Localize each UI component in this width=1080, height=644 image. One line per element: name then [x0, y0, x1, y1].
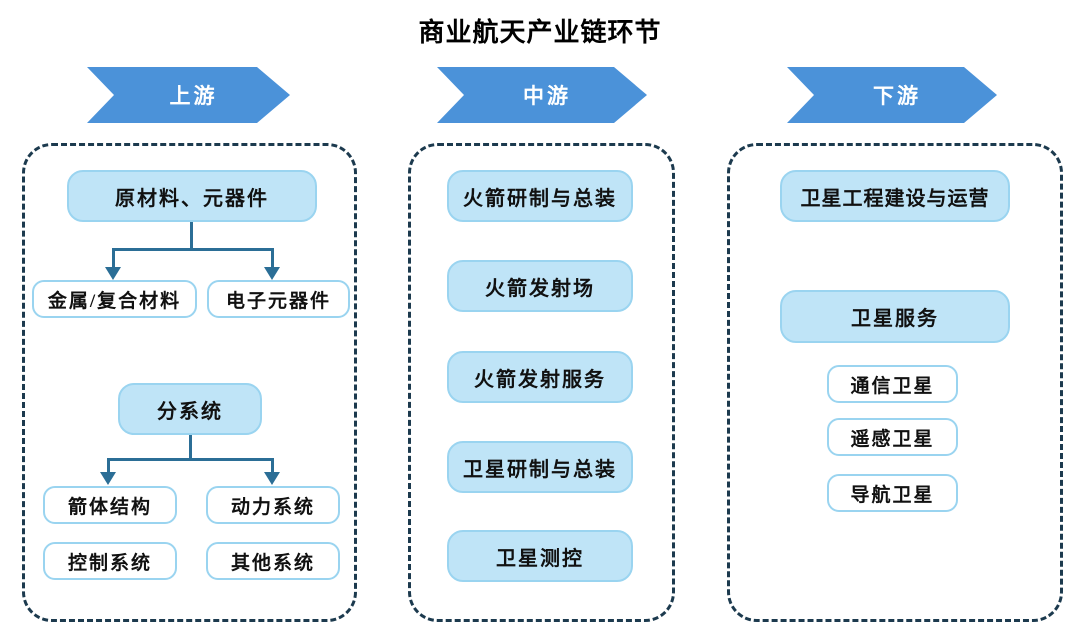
connector-cross-2 [107, 458, 274, 461]
node-satellite-development: 卫星研制与总装 [447, 441, 633, 493]
banner-downstream-label: 下游 [873, 84, 921, 108]
node-launch-site: 火箭发射场 [447, 260, 633, 312]
connector-cross-1 [112, 248, 274, 251]
node-rocket-development: 火箭研制与总装 [447, 170, 633, 222]
node-metal-composite: 金属/复合材料 [32, 280, 197, 318]
connector-stem-1 [190, 222, 193, 250]
connector-stem-2 [189, 435, 192, 461]
connector-branch-1-right [271, 248, 274, 268]
upstream-frame [22, 143, 357, 622]
arrowhead-2-right [264, 472, 280, 485]
connector-branch-2-right [271, 458, 274, 474]
node-communication-satellite: 通信卫星 [827, 365, 958, 403]
arrowhead-2-left [100, 472, 116, 485]
connector-branch-2-left [107, 458, 110, 474]
node-subsystem: 分系统 [118, 383, 262, 435]
banner-upstream: 上游 [87, 67, 290, 123]
node-power-system: 动力系统 [206, 486, 340, 524]
banner-upstream-label: 上游 [169, 84, 218, 108]
node-control-system: 控制系统 [43, 542, 177, 580]
node-satellite-service: 卫星服务 [780, 290, 1010, 343]
node-other-systems: 其他系统 [206, 542, 340, 580]
arrowhead-1-right [264, 267, 280, 280]
banner-downstream: 下游 [787, 67, 997, 123]
node-satellite-tracking: 卫星测控 [447, 530, 633, 582]
connector-branch-1-left [112, 248, 115, 268]
node-satellite-engineering: 卫星工程建设与运营 [780, 170, 1010, 222]
arrowhead-1-left [105, 267, 121, 280]
node-electronics: 电子元器件 [207, 280, 350, 318]
node-raw-materials: 原材料、元器件 [67, 170, 317, 222]
diagram-title: 商业航天产业链环节 [418, 18, 662, 47]
node-launch-service: 火箭发射服务 [447, 351, 633, 403]
banner-midstream: 中游 [437, 67, 647, 123]
node-rocket-structure: 箭体结构 [43, 486, 177, 524]
node-remote-sensing-satellite: 遥感卫星 [827, 418, 958, 456]
node-navigation-satellite: 导航卫星 [827, 474, 958, 512]
banner-midstream-label: 中游 [523, 84, 571, 108]
downstream-frame [727, 143, 1063, 622]
midstream-frame [408, 143, 675, 622]
